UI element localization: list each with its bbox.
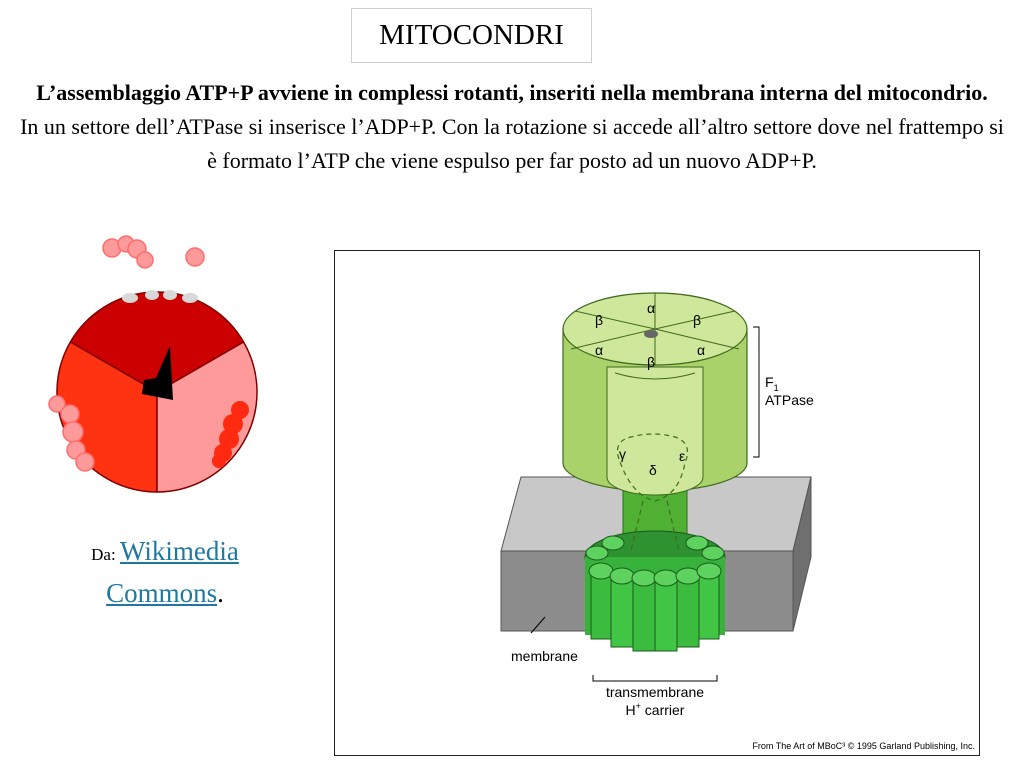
carrier-plus: + xyxy=(636,701,641,711)
sector-right xyxy=(156,340,258,493)
carrier-label-line1: transmembrane xyxy=(606,684,704,700)
rotary-atpase-animation xyxy=(48,235,258,493)
intro-bold-text: L’assemblaggio ATP+P avviene in compless… xyxy=(36,80,988,105)
intro-paragraph: L’assemblaggio ATP+P avviene in compless… xyxy=(20,76,1004,178)
atp-synthase-figure: α β β α α β γ δ ε F1 ATPase membrane tra… xyxy=(334,250,980,756)
label-alpha-right: α xyxy=(697,342,705,358)
label-delta: δ xyxy=(649,462,657,478)
subunit-labels: α β β α α β γ δ ε xyxy=(595,300,705,478)
atp-cluster-right xyxy=(212,401,249,468)
f1-label: F xyxy=(765,374,774,390)
carrier-h: H xyxy=(626,702,636,718)
wikimedia-commons-link[interactable]: Wikimedia Commons xyxy=(106,536,239,608)
free-molecules-top xyxy=(102,235,205,269)
f1-bracket xyxy=(753,326,760,458)
free-molecules-left xyxy=(48,395,95,472)
label-alpha-top: α xyxy=(647,300,655,316)
carrier-word: carrier xyxy=(641,702,685,718)
membrane-pointer xyxy=(530,616,546,634)
credit-suffix: . xyxy=(217,578,224,608)
f1-subscript: 1 xyxy=(774,383,779,393)
slide-title-text: MITOCONDRI xyxy=(379,19,564,51)
carrier-bracket xyxy=(592,675,718,682)
rim-bumps xyxy=(122,290,198,303)
gamma-shaft xyxy=(142,346,173,400)
label-gamma: γ xyxy=(619,446,626,462)
copyright-text: From The Art of MBoC³ © 1995 Garland Pub… xyxy=(752,741,975,751)
label-beta-front: β xyxy=(647,354,655,370)
svg-text:F1: F1 xyxy=(765,374,779,393)
membrane-label: membrane xyxy=(511,648,578,664)
label-epsilon: ε xyxy=(679,448,685,464)
f1-head xyxy=(562,292,748,552)
label-beta-left: β xyxy=(595,312,603,328)
intro-body-text: In un settore dell’ATPase si inserisce l… xyxy=(20,114,1004,173)
credit-prefix: Da: xyxy=(91,545,116,564)
carrier-ring xyxy=(584,530,726,652)
atpase-label: ATPase xyxy=(765,392,814,408)
slide-title: MITOCONDRI xyxy=(351,8,592,63)
label-beta-right: β xyxy=(693,312,701,328)
label-alpha-left: α xyxy=(595,342,603,358)
svg-text:H+ carrier: H+ carrier xyxy=(626,701,685,718)
image-credit: Da: Wikimedia Commons. xyxy=(40,532,290,616)
atp-synthase-diagram: α β β α α β γ δ ε F1 ATPase membrane tra… xyxy=(500,292,975,751)
